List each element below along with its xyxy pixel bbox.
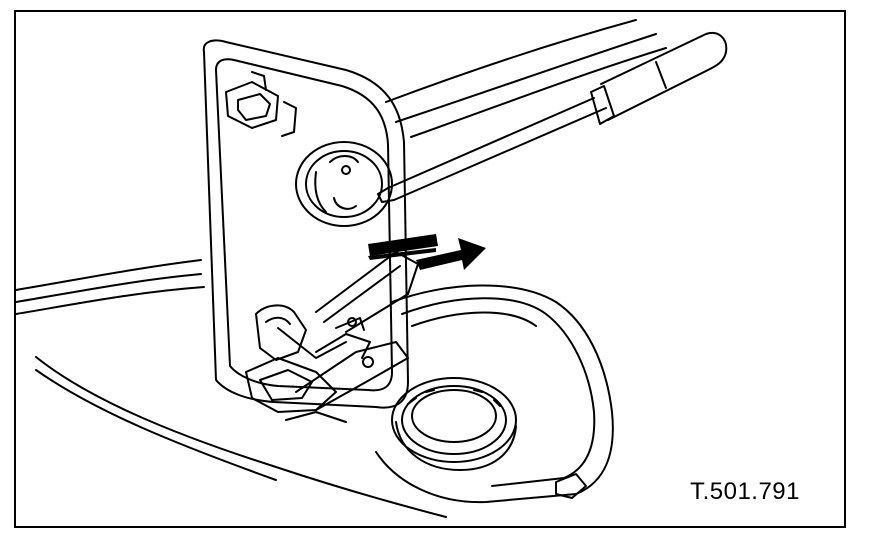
filler-neck [391, 377, 517, 471]
illustration-frame: T.501.791 [14, 10, 846, 528]
release-mechanism [295, 141, 393, 227]
fuel-flap-door [202, 39, 409, 409]
body-contour-lines [16, 259, 447, 518]
fuel-filler-recess [375, 284, 614, 504]
hinge-mechanism [245, 304, 409, 423]
lock-rod [315, 251, 419, 333]
upper-body-lines [385, 19, 667, 138]
figure-reference-code: T.501.791 [690, 478, 800, 505]
fuel-flap-line-drawing [16, 19, 728, 518]
screwdriver [377, 32, 728, 203]
push-direction-arrows [368, 234, 486, 270]
